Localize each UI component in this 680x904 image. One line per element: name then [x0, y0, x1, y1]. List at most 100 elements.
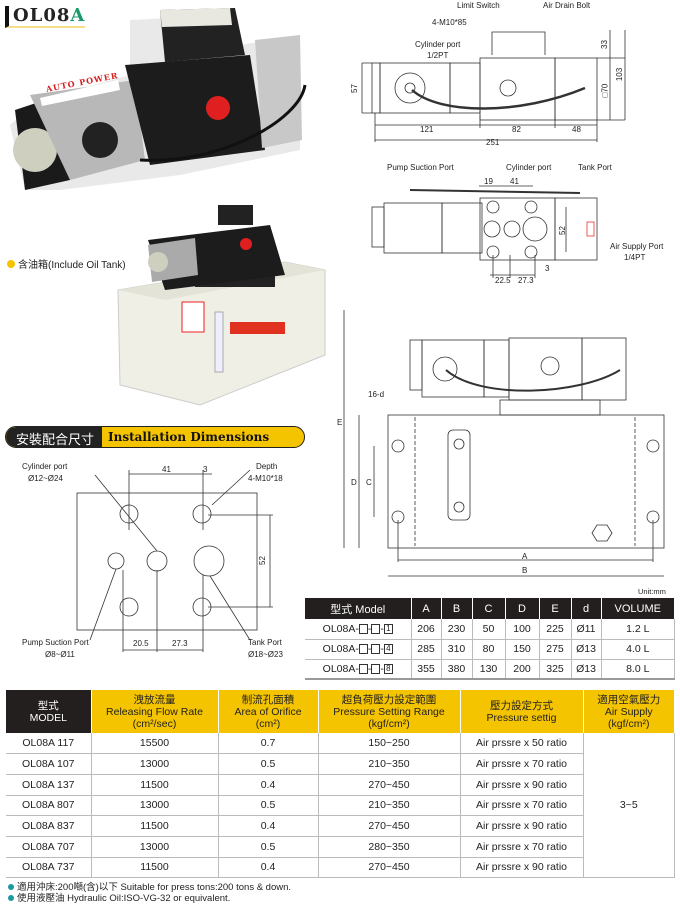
header-en: Releasing Flow Rate	[106, 705, 203, 718]
spec-cell: OL08A 117	[6, 733, 92, 755]
title-main: OL08	[13, 5, 71, 26]
volume-code-box: 4	[383, 644, 393, 655]
dim-19: 19	[484, 177, 493, 186]
dim-model-cell: OL08A---4	[305, 639, 412, 660]
blank-box	[358, 663, 368, 674]
mount-pump-range: Ø8~Ø11	[45, 650, 75, 659]
spec-cell: 15500	[91, 733, 219, 755]
holes-label: 16-d	[368, 390, 385, 399]
spec-cell: Air prssre x 90 ratio	[460, 815, 584, 837]
spec-cell: 0.5	[218, 836, 319, 858]
bullet-icon	[8, 884, 14, 890]
model-prefix: OL08A-	[322, 643, 359, 655]
mount-pump-suction-label: Pump Suction Port	[22, 638, 89, 647]
dim-col-header: D	[505, 598, 540, 619]
dim-41: 41	[510, 177, 519, 186]
blank-box	[358, 644, 368, 655]
header-en: Air Supply	[604, 705, 653, 718]
dim-33: 33	[599, 40, 609, 49]
dim-cell-d: Ø11	[571, 619, 602, 640]
spec-cell: 210~350	[318, 795, 461, 817]
volume-code-box: 1	[383, 623, 393, 634]
dim-D: D	[351, 478, 357, 487]
blank-box	[358, 623, 368, 634]
header-unit: (kgf/cm²)	[368, 717, 410, 730]
bullet-icon	[7, 260, 15, 268]
spec-cell: Air prssre x 50 ratio	[460, 733, 584, 755]
unit-label: Unit:mm	[638, 587, 666, 596]
dim-cell-b: 310	[441, 639, 473, 660]
blank-box	[371, 663, 381, 674]
air-supply-cell: 3~5	[583, 733, 675, 879]
blank-box	[371, 623, 381, 634]
caption-text: 含油箱(Include Oil Tank)	[18, 260, 126, 271]
note-text: 適用沖床:200噸(含)以下 Suitable for press tons:2…	[17, 882, 292, 893]
pump-suction-port-label: Pump Suction Port	[387, 163, 454, 172]
dim-A: A	[522, 552, 528, 561]
spec-cell: 0.4	[218, 774, 319, 796]
header-cn: 超負荷壓力設定範圍	[341, 693, 437, 706]
dim-cell-e: 275	[539, 639, 572, 660]
dim-cell-volume: 1.2 L	[601, 619, 675, 640]
dim-col-header: d	[571, 598, 602, 619]
spec-cell: 280~350	[318, 836, 461, 858]
dim-E: E	[337, 418, 343, 427]
mount-cylinder-port-label: Cylinder port	[22, 462, 68, 471]
dim-cell-a: 355	[411, 659, 442, 680]
cylinder-port-label-top: Cylinder port	[506, 163, 552, 172]
oil-tank-caption: 含油箱(Include Oil Tank)	[7, 256, 126, 271]
product-photo-with-tank	[117, 205, 326, 406]
spec-cell: 11500	[91, 857, 219, 879]
dim-col-header: 型式 Model	[305, 598, 412, 619]
limit-switch-label: Limit Switch	[457, 1, 500, 10]
dim-27-3: 27.3	[518, 276, 534, 285]
spec-cell: 13000	[91, 836, 219, 858]
side-view-drawing	[361, 30, 626, 142]
spec-cell: Air prssre x 70 ratio	[460, 753, 584, 775]
volume-code-box: 8	[383, 663, 393, 674]
dim-cell-c: 130	[472, 659, 506, 680]
dim-cell-c: 50	[472, 619, 506, 640]
dim-col-header: E	[539, 598, 572, 619]
dim-B: B	[522, 566, 528, 575]
spec-cell: 0.5	[218, 795, 319, 817]
dim-57: 57	[349, 84, 359, 93]
header-en: Pressure Setting Range	[333, 705, 445, 718]
dim-121: 121	[420, 125, 434, 134]
dim-col-header: B	[441, 598, 473, 619]
air-supply-size: 1/4PT	[624, 253, 646, 262]
spec-cell: 210~350	[318, 753, 461, 775]
spec-cell: 11500	[91, 815, 219, 837]
dim-sq70: □70	[600, 83, 610, 98]
spec-cell: OL08A 707	[6, 836, 92, 858]
dim-cell-d: 200	[505, 659, 540, 680]
dim-cell-c: 80	[472, 639, 506, 660]
header-cn: 制流孔面積	[241, 693, 295, 706]
note-2: 使用液壓油 Hydraulic Oil:ISO-VG-32 or equival…	[8, 890, 230, 904]
tank-port-label: Tank Port	[578, 163, 612, 172]
spec-cell: Air prssre x 90 ratio	[460, 857, 584, 879]
dim-cell-d: Ø13	[571, 659, 602, 680]
header-unit: (cm²)	[255, 717, 281, 730]
header-unit: (kgf/cm²)	[608, 717, 650, 730]
mount-dim-20-5: 20.5	[133, 639, 149, 648]
dim-cell-e: 225	[539, 619, 572, 640]
spec-cell: 270~450	[318, 774, 461, 796]
section-banner: 安裝配合尺寸 Installation Dimensions	[5, 426, 305, 448]
dim-col-header: VOLUME	[601, 598, 675, 619]
bullet-icon	[8, 895, 14, 901]
bolts-label: 4-M10*85	[432, 18, 467, 27]
title-accent: A	[70, 5, 86, 26]
spec-cell: OL08A 107	[6, 753, 92, 775]
spec-cell: 270~450	[318, 857, 461, 879]
